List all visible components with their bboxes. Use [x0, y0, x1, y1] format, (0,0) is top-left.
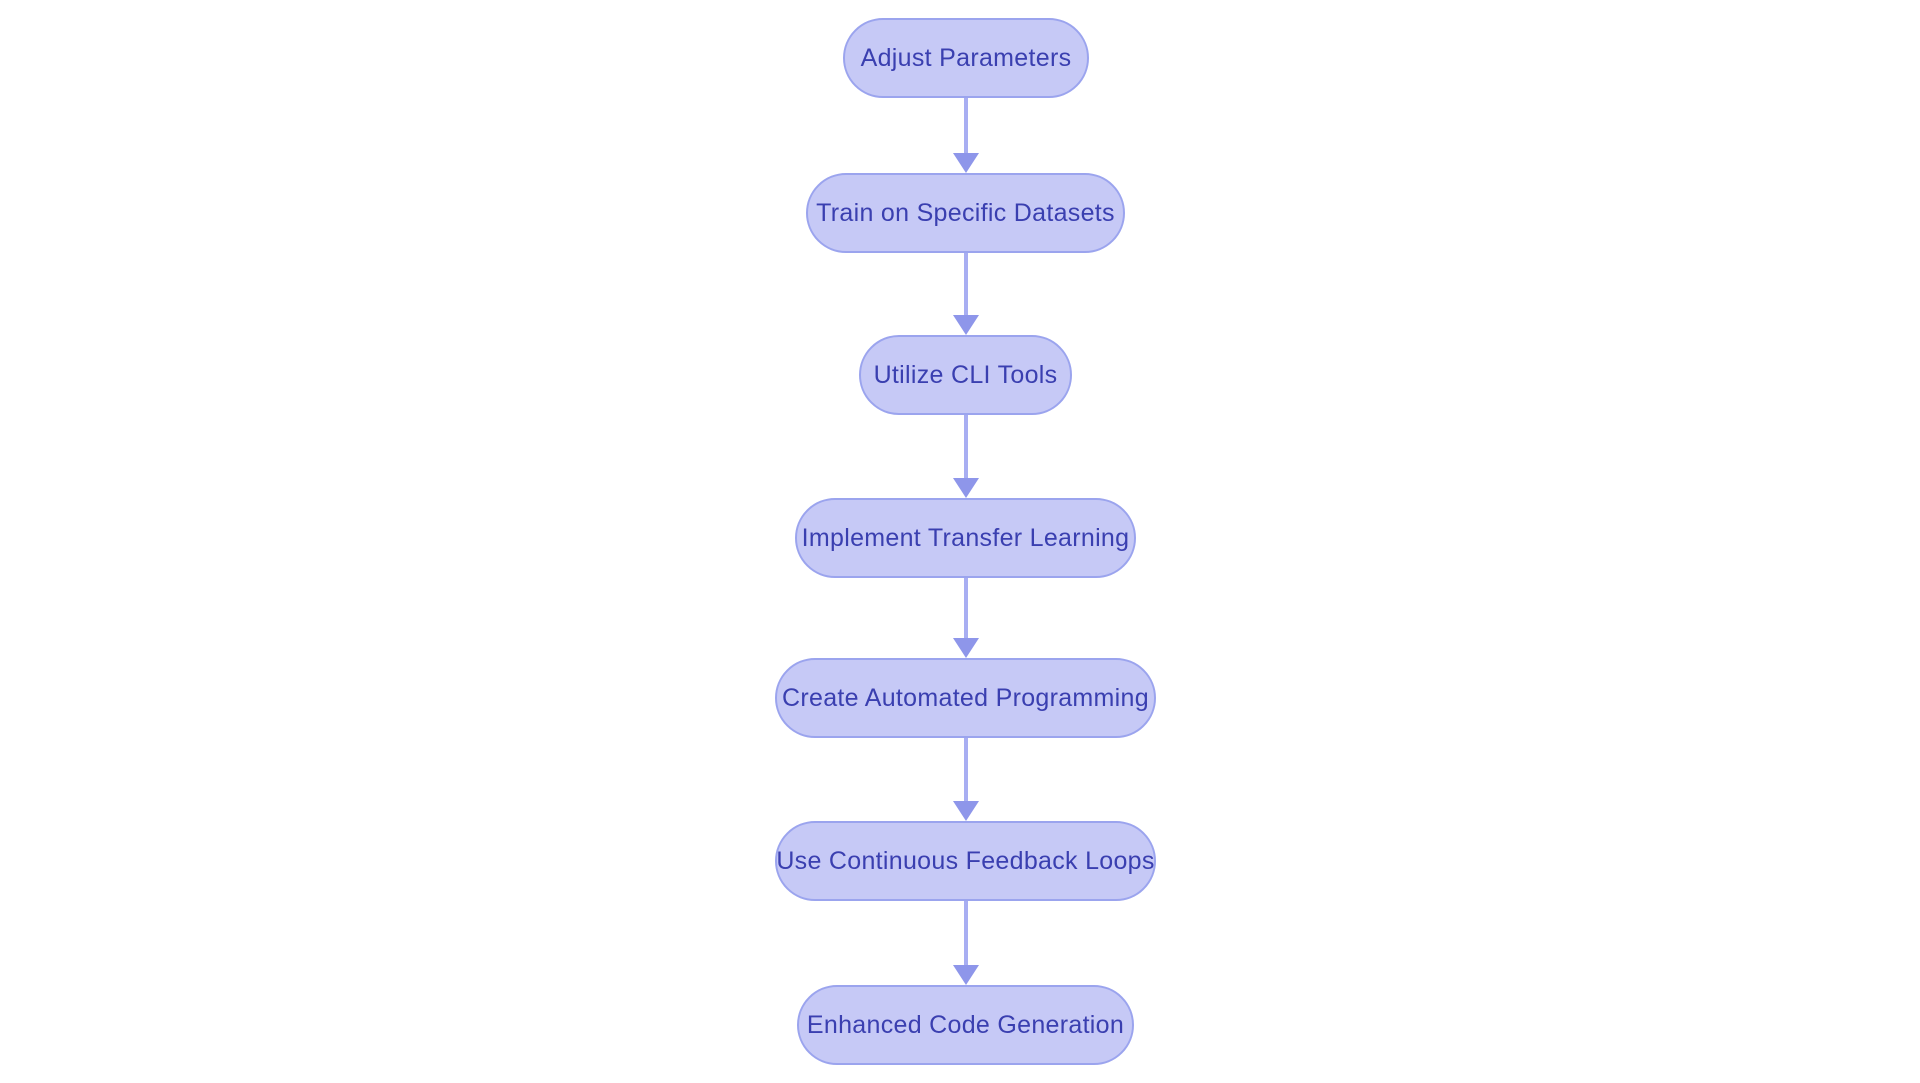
- flow-node-use-continuous-feedback-loops: Use Continuous Feedback Loops: [775, 821, 1156, 901]
- flow-node-label: Utilize CLI Tools: [873, 360, 1058, 389]
- flow-node-utilize-cli-tools: Utilize CLI Tools: [859, 335, 1072, 415]
- flow-node-label: Adjust Parameters: [860, 43, 1072, 72]
- flow-node-label: Create Automated Programming: [782, 683, 1149, 712]
- arrow-down-icon: [953, 638, 979, 658]
- flow-node-implement-transfer-learning: Implement Transfer Learning: [795, 498, 1136, 578]
- arrow-line: [964, 415, 968, 479]
- flow-node-label: Implement Transfer Learning: [801, 523, 1130, 552]
- flow-node-enhanced-code-generation: Enhanced Code Generation: [797, 985, 1134, 1065]
- flow-node-adjust-parameters: Adjust Parameters: [843, 18, 1089, 98]
- arrow-down-icon: [953, 801, 979, 821]
- arrow-line: [964, 901, 968, 966]
- arrow-down-icon: [953, 153, 979, 173]
- flow-node-label: Train on Specific Datasets: [816, 198, 1115, 227]
- arrow-down-icon: [953, 965, 979, 985]
- arrow-line: [964, 578, 968, 639]
- flow-node-label: Enhanced Code Generation: [806, 1010, 1125, 1039]
- arrow-down-icon: [953, 315, 979, 335]
- arrow-line: [964, 738, 968, 802]
- flow-node-create-automated-programming: Create Automated Programming: [775, 658, 1156, 738]
- arrow-down-icon: [953, 478, 979, 498]
- flow-node-label: Use Continuous Feedback Loops: [776, 846, 1155, 875]
- arrow-line: [964, 98, 968, 155]
- arrow-line: [964, 253, 968, 316]
- flow-node-train-on-specific-datasets: Train on Specific Datasets: [806, 173, 1125, 253]
